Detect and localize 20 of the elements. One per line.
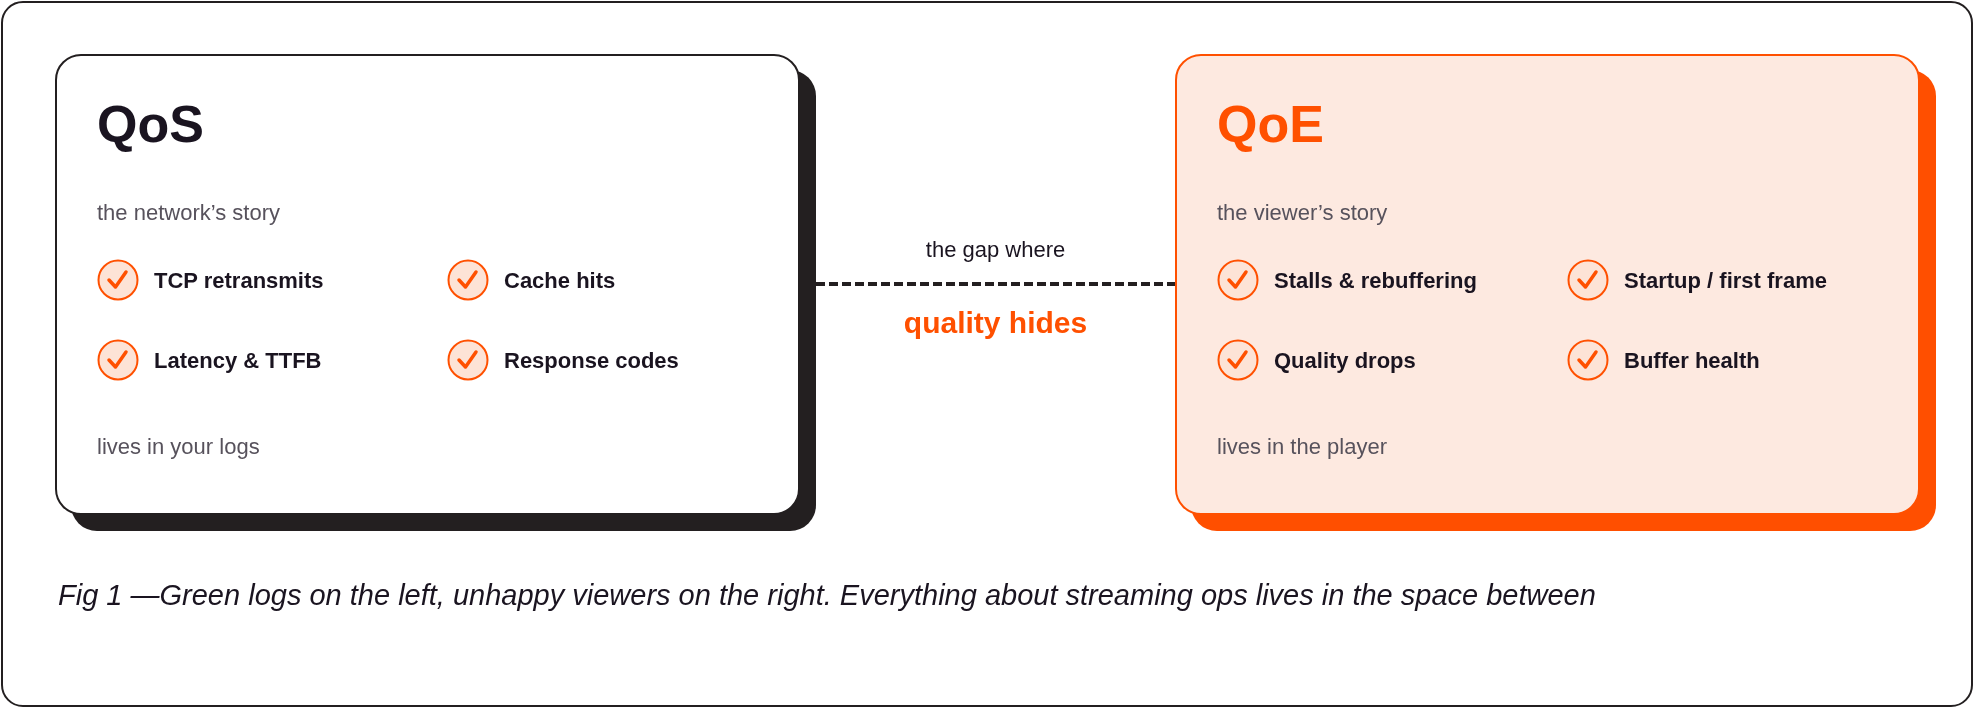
card-subtitle: the network’s story [97,199,280,227]
metric-text: Startup / first frame [1624,266,1827,295]
gap-label: the gap where [924,236,1067,264]
dashed-connector [816,282,1175,286]
metric-text: Cache hits [504,266,616,295]
metric-text: Latency & TTFB [154,346,322,375]
metric-text: Response codes [504,346,679,375]
metric-text: TCP retransmits [154,266,324,295]
card-footer: lives in the player [1217,430,1387,463]
gap-emphasis: quality hides [902,305,1089,341]
info-card [55,54,800,515]
figure-caption: Fig 1 —Green logs on the left, unhappy viewers on the right. Everything about streaming ops lives in the space between [58,578,1597,613]
card-title: QoE [1217,98,1324,150]
metric-text: Stalls & rebuffering [1274,266,1477,295]
card-subtitle: the viewer’s story [1217,199,1388,227]
metric-text: Buffer health [1624,346,1760,375]
card-title: QoS [97,98,204,150]
metric-text: Quality drops [1274,346,1416,375]
card-footer: lives in your logs [97,430,260,463]
info-card [1175,54,1920,515]
